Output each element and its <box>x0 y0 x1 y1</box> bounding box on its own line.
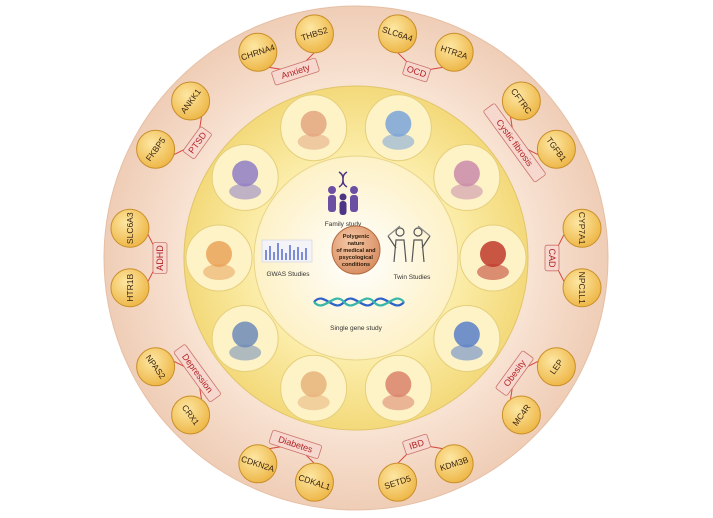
gene-node-cyp7a1: CYP7A1 <box>562 208 602 248</box>
illustration-diabetes <box>280 354 348 422</box>
illustration-ocd <box>364 94 432 162</box>
illustration-anxiety <box>280 94 348 162</box>
condition-label-ibd: IBD <box>402 433 431 455</box>
condition-name: ADHD <box>155 245 165 271</box>
gwas-label: GWAS Studies <box>266 271 310 278</box>
twin-study-label: Twin Studies <box>394 274 432 281</box>
twin-study-icon <box>387 225 431 263</box>
core-line-4: psycological <box>339 255 373 261</box>
condition-label-adhd: ADHD <box>152 242 168 274</box>
gene-node-setd5: SETD5 <box>378 462 418 502</box>
core-line-1: Polygenic <box>343 234 369 240</box>
polygenic-core <box>331 225 381 275</box>
dna-helix-icon <box>313 297 405 307</box>
gene-node-cdkn2a: CDKN2A <box>238 444 278 484</box>
illustration-depression <box>211 305 279 373</box>
gene-label: NPC1L1 <box>577 272 587 304</box>
gene-node-crx1: CRX1 <box>171 395 211 435</box>
gene-node-htr1b: HTR1B <box>110 268 150 308</box>
core-line-5: conditions <box>342 262 370 268</box>
illustration-adhd <box>185 224 253 292</box>
gene-node-npc1l1: NPC1L1 <box>562 268 602 308</box>
condition-label-cad: CAD <box>544 244 560 272</box>
gene-node-ankk1: ANKK1 <box>171 81 211 121</box>
core-line-3: of medical and <box>336 248 376 254</box>
gene-label: HTR1B <box>125 274 135 302</box>
condition-label-anxiety: Anxiety <box>271 57 320 86</box>
family-study-icon <box>328 171 358 215</box>
gene-node-thbs2: THBS2 <box>294 14 334 54</box>
condition-name: IBD <box>408 437 426 451</box>
gene-node-npas2: NPAS2 <box>136 347 176 387</box>
gene-node-kdm3b: KDM3B <box>434 444 474 484</box>
gwas-plot-icon <box>261 239 313 263</box>
gene-node-cftrc: CFTRC <box>501 81 541 121</box>
gene-node-slc6a4: SLC6A4 <box>378 14 418 54</box>
gene-node-tgfb1: TGFB1 <box>536 129 576 169</box>
condition-name: CAD <box>547 248 557 268</box>
condition-label-ocd: OCD <box>402 61 431 83</box>
gene-node-slc6a3: SLC6A3 <box>110 208 150 248</box>
illustration-ibd <box>364 354 432 422</box>
illustration-ptsd <box>211 143 279 211</box>
gene-node-fkbp5: FKBP5 <box>136 129 176 169</box>
gene-node-lep: LEP <box>536 347 576 387</box>
gene-node-mc4r: MC4R <box>501 395 541 435</box>
gene-node-chrna4: CHRNA4 <box>238 32 278 72</box>
center-cluster: Family study Polygenic nature of medical… <box>261 171 432 332</box>
illustration-cad <box>459 224 527 292</box>
gene-node-cdkal1: CDKAL1 <box>294 462 334 502</box>
gene-label: CYP7A1 <box>577 212 587 245</box>
family-study-label: Family study <box>325 221 362 228</box>
illustration-cystic-fibrosis <box>433 143 501 211</box>
core-line-2: nature <box>347 241 364 247</box>
illustration-ring <box>185 94 527 422</box>
gene-label: SLC6A3 <box>125 212 135 244</box>
illustration-obesity <box>433 305 501 373</box>
gene-node-htr2a: HTR2A <box>434 32 474 72</box>
single-gene-label: Single gene study <box>330 325 382 332</box>
